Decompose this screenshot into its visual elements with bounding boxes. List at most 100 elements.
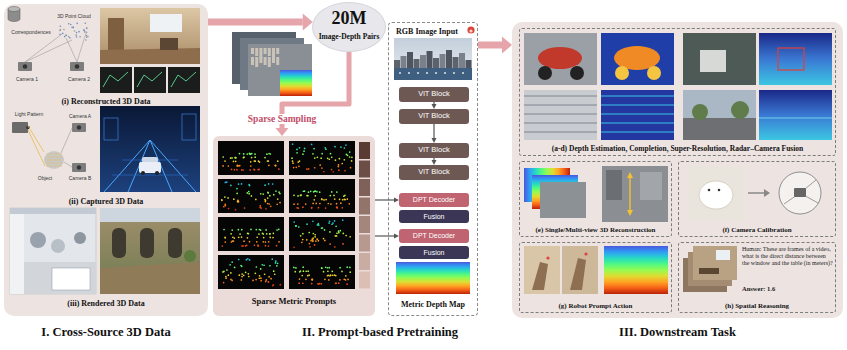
arrowhead — [394, 198, 399, 203]
sparse-point — [255, 199, 257, 201]
robot-hand — [532, 262, 548, 290]
sparse-point — [302, 239, 304, 241]
connector — [375, 234, 399, 239]
sparse-point — [298, 226, 300, 228]
sparse-point — [303, 270, 305, 272]
sparse-point — [298, 165, 300, 167]
sparse-point — [319, 283, 321, 285]
stack-image — [248, 44, 312, 96]
sparse-point — [293, 167, 295, 169]
sidebar — [10, 214, 24, 294]
sparse-point — [224, 237, 226, 239]
sparse-point — [328, 267, 330, 269]
sparse-point — [265, 208, 267, 210]
sparse-point — [251, 153, 253, 155]
sparse-point — [243, 240, 245, 242]
point-cloud-dot — [64, 36, 66, 38]
sparse-point — [253, 160, 255, 162]
sparse-point — [342, 243, 344, 245]
text-slot: (h) Spatial Reasoning — [681, 301, 833, 312]
sparse-point — [262, 233, 264, 235]
sparse-point — [241, 265, 243, 267]
archway — [112, 228, 126, 258]
point-cloud-dot — [70, 24, 72, 26]
sparse-point — [241, 169, 243, 171]
scanned-object — [44, 151, 64, 169]
sparse-point — [304, 148, 306, 150]
depth-image — [759, 33, 832, 85]
city-block — [259, 57, 262, 63]
sparse-point — [306, 223, 308, 225]
sparse-point — [238, 229, 240, 231]
sparse-point — [297, 195, 299, 197]
annotation-label: 3D Point Cloud — [57, 14, 91, 20]
sparse-point — [245, 259, 247, 261]
sparse-point — [336, 203, 338, 205]
sparse-point — [231, 261, 233, 263]
sparse-point — [351, 160, 353, 162]
block-label: DPT Decoder — [413, 232, 455, 240]
sparse-point — [225, 276, 227, 278]
sparse-point — [268, 276, 270, 278]
sparse-point — [333, 171, 335, 173]
sparse-point — [338, 282, 340, 284]
point-cloud-dot — [86, 36, 88, 38]
sparse-point — [311, 279, 313, 281]
sparse-point — [276, 203, 278, 205]
sparse-point — [250, 161, 252, 163]
sparse-point — [335, 225, 337, 227]
sparse-point — [314, 157, 316, 159]
text-slot: Human: These are frames of a video, what… — [742, 246, 833, 282]
sparse-prompt-tile — [289, 255, 355, 289]
sparse-point — [254, 273, 256, 275]
point-cloud-dot — [68, 36, 70, 38]
sparse-point — [300, 195, 302, 197]
sparse-point — [345, 235, 347, 237]
sparse-point — [269, 237, 271, 239]
sparse-point — [265, 241, 267, 243]
sparse-point — [342, 219, 344, 221]
sparse-point — [301, 241, 303, 243]
sparse-point — [293, 194, 295, 196]
sparse-point — [260, 268, 262, 270]
sparse-point — [349, 156, 351, 158]
wheel — [570, 66, 584, 80]
sparse-point — [227, 165, 229, 167]
city-block — [251, 48, 254, 54]
block-label: ViT Block — [418, 112, 449, 120]
sparse-point — [323, 238, 325, 240]
sparse-point — [238, 259, 240, 261]
sparse-point — [235, 160, 237, 162]
sparse-point — [254, 156, 256, 158]
harbor-building — [459, 53, 465, 68]
node-text: III. Downstream Task — [619, 326, 736, 340]
sparse-point — [235, 157, 237, 159]
sparse-point — [336, 206, 338, 208]
harbor-building — [433, 58, 439, 68]
figure-caption: (iii) Rendered 3D Data — [67, 300, 144, 309]
text-slot: ViT Block — [399, 165, 469, 180]
sparse-point — [254, 169, 256, 171]
sparse-point — [339, 279, 341, 281]
sparse-point — [306, 168, 308, 170]
room-window — [150, 14, 182, 32]
sparse-point — [327, 267, 329, 269]
archway — [140, 228, 154, 258]
sparse-point — [260, 193, 262, 195]
sparse-point — [330, 153, 332, 155]
text-slot: Fusion — [399, 210, 469, 223]
point-cloud-dot — [84, 23, 86, 25]
sparse-point — [235, 157, 237, 159]
sparse-point — [321, 167, 323, 169]
shelf-line — [524, 114, 597, 115]
sparse-point — [261, 264, 263, 266]
sparse-point — [343, 195, 345, 197]
sparse-point — [327, 157, 329, 159]
sparse-point — [236, 169, 238, 171]
depth-wheel — [615, 66, 629, 80]
road-grid — [112, 175, 188, 176]
sparse-point — [264, 157, 266, 159]
sparse-point — [327, 203, 329, 205]
sparse-point — [251, 157, 253, 159]
sparse-point — [351, 156, 353, 158]
